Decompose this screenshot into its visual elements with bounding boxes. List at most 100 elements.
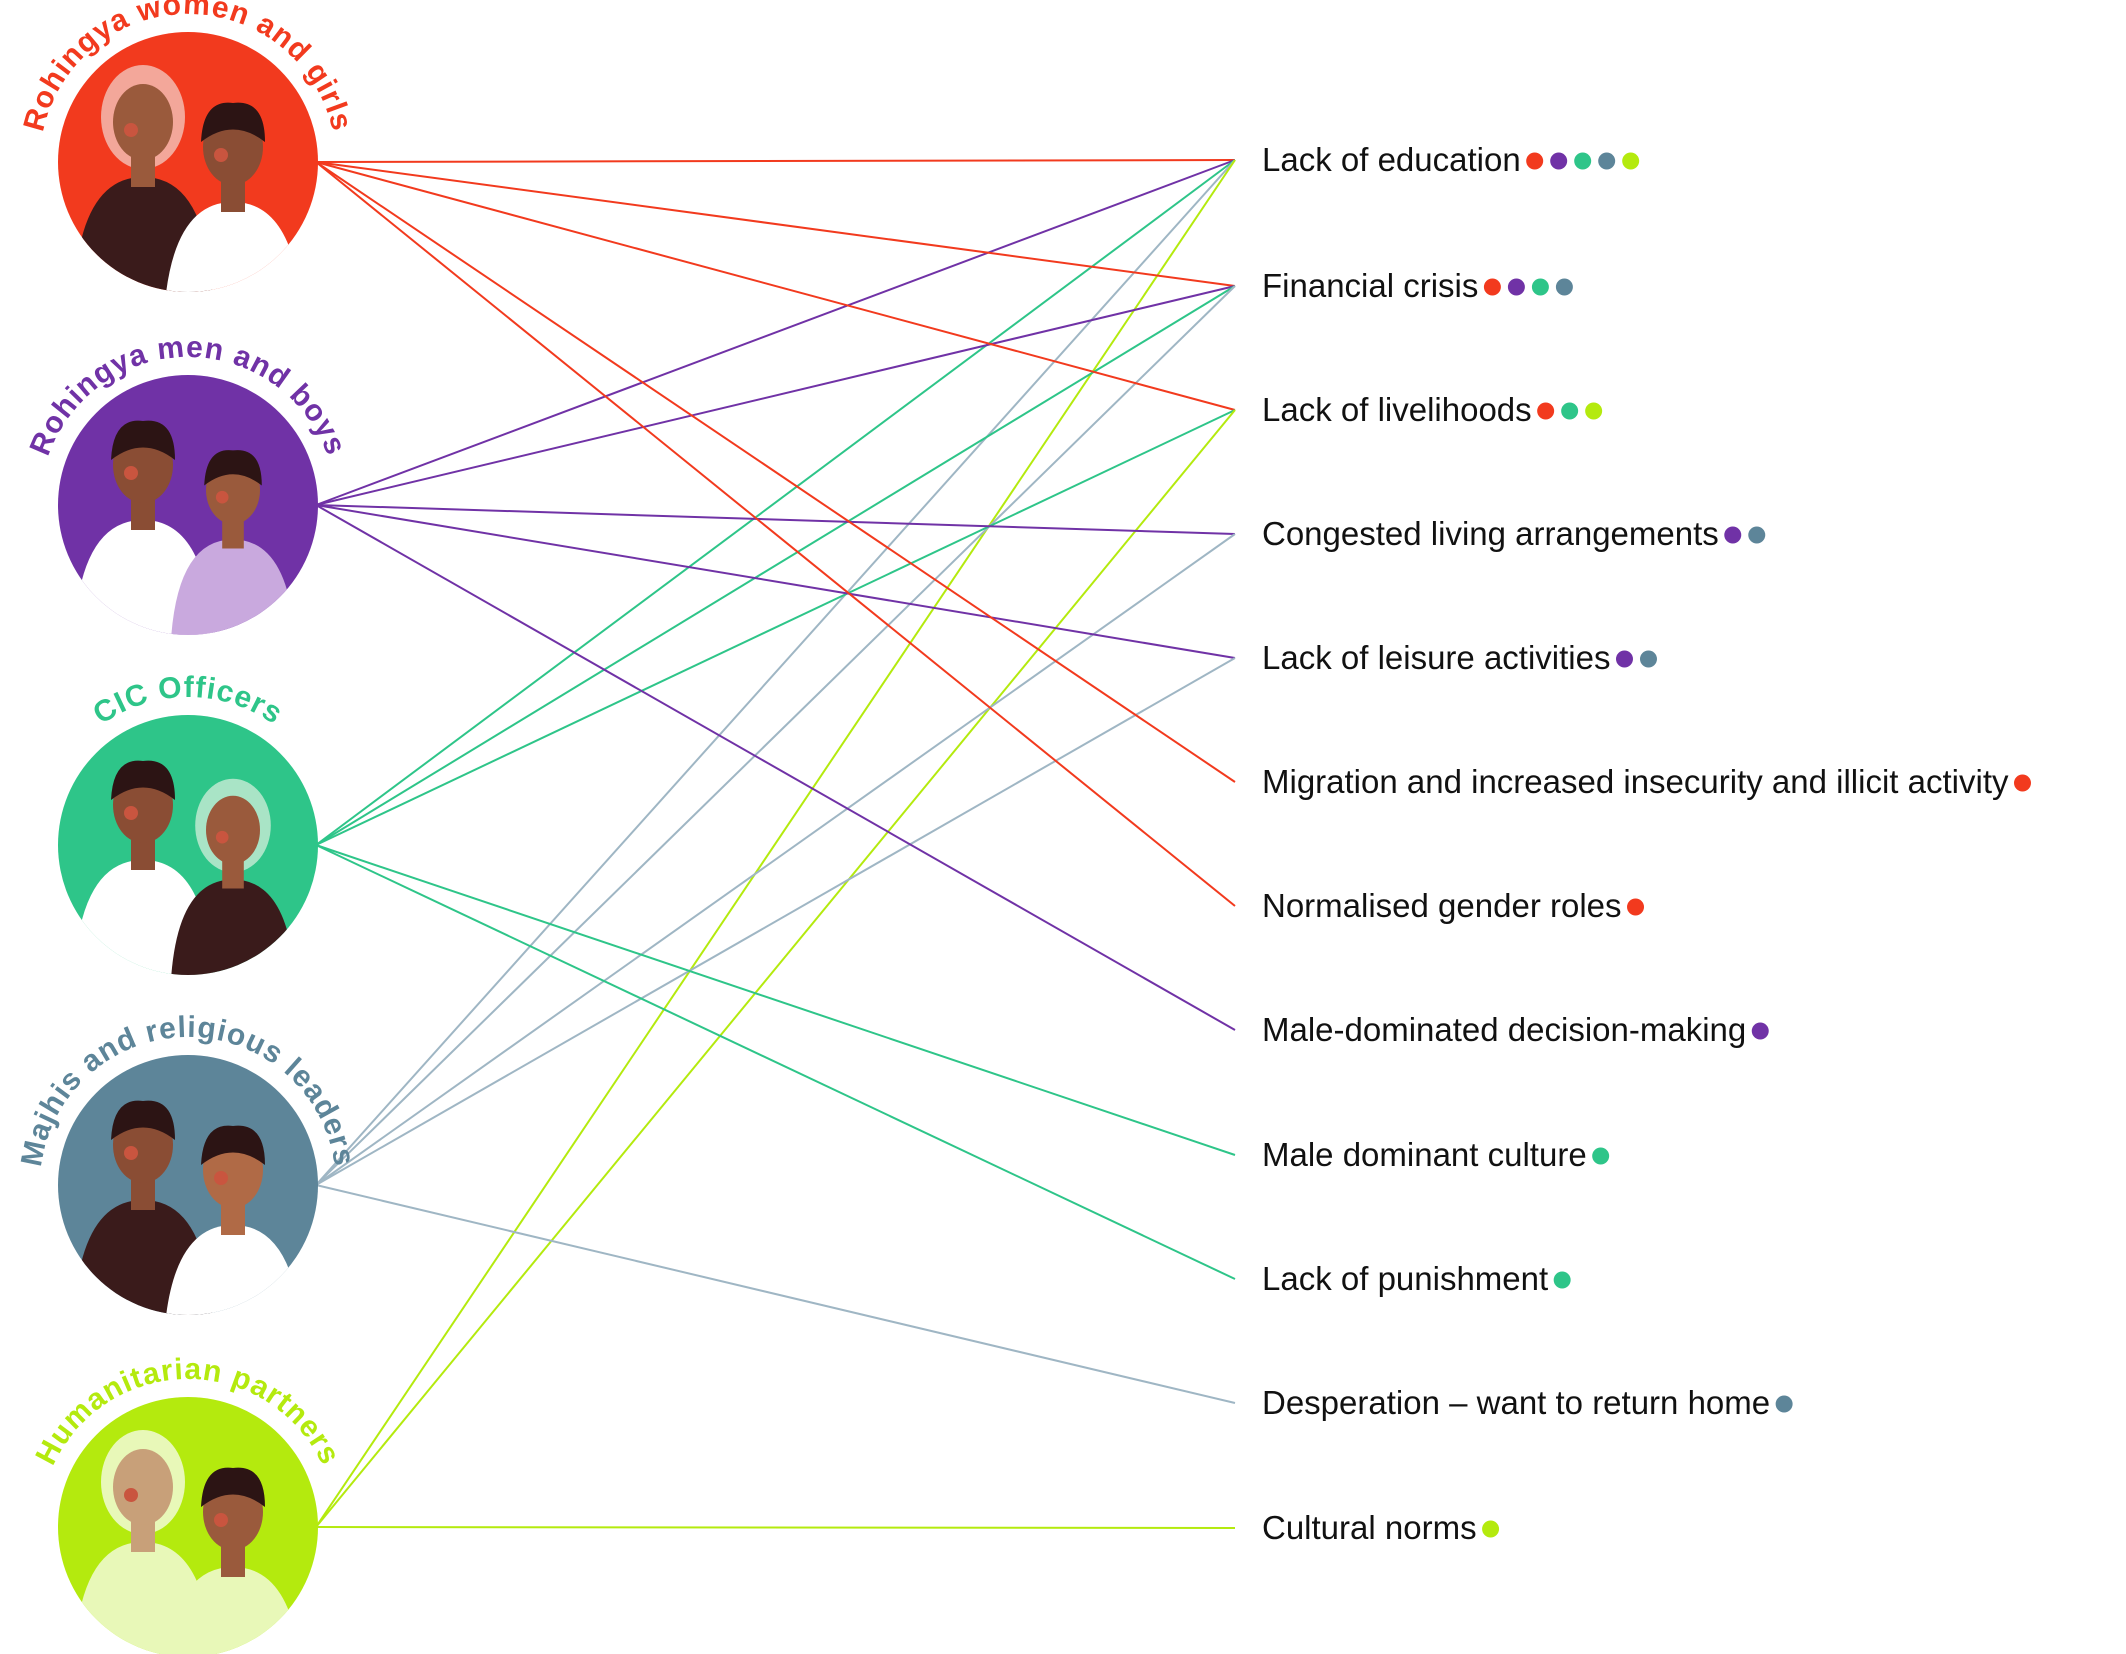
group-indicator-dot xyxy=(1526,152,1544,170)
connector-line xyxy=(315,285,1236,846)
figure-body xyxy=(163,1225,303,1315)
figure-cheek xyxy=(124,806,138,820)
cause-label: Male dominant culture xyxy=(1262,1136,1587,1173)
group-indicator-dot xyxy=(1531,278,1549,296)
group-illustration xyxy=(73,760,296,975)
figure-cheek xyxy=(215,830,229,844)
connector-line xyxy=(315,161,1236,783)
cause-item: Lack of punishment xyxy=(1262,1260,1571,1297)
cause-label: Congested living arrangements xyxy=(1262,515,1719,552)
group-indicator-dot xyxy=(1507,278,1525,296)
connector-line xyxy=(315,161,1236,907)
connector-line xyxy=(315,159,1236,506)
connector-line xyxy=(315,161,1236,411)
group-indicator-dot xyxy=(1622,152,1640,170)
cause-item: Normalised gender roles xyxy=(1262,887,1645,924)
cause-item: Financial crisis xyxy=(1262,267,1573,304)
connector-line xyxy=(315,1526,1236,1529)
figure-hair xyxy=(201,102,265,142)
cause-item: Male dominant culture xyxy=(1262,1136,1610,1173)
cause-label: Male-dominated decision-making xyxy=(1262,1011,1746,1048)
connector-line xyxy=(315,285,1236,506)
cause-item: Lack of education xyxy=(1262,141,1640,178)
cause-item: Migration and increased insecurity and i… xyxy=(1262,763,2031,800)
figure-cheek xyxy=(124,1488,138,1502)
connector-line xyxy=(315,844,1236,1280)
figure-hair xyxy=(111,420,175,460)
connector-line xyxy=(315,844,1236,1156)
cause-label: Lack of livelihoods xyxy=(1262,391,1532,428)
group-g4: Majhis and religious leaders xyxy=(15,1011,360,1315)
group-indicator-dot xyxy=(1555,278,1573,296)
cause-label: Lack of leisure activities xyxy=(1262,639,1610,676)
connector-line xyxy=(315,161,1236,287)
connector-line xyxy=(315,1184,1236,1404)
figure-cheek xyxy=(215,490,229,504)
figure-hair xyxy=(111,760,175,800)
group-indicator-dot xyxy=(2014,774,2031,792)
cause-item: Male-dominated decision-making xyxy=(1262,1011,1769,1048)
figure-face xyxy=(206,795,260,865)
figure-cheek xyxy=(214,1513,228,1527)
group-indicator-dot xyxy=(1553,1271,1571,1289)
group-indicator-dot xyxy=(1537,402,1555,420)
group-g3: CIC Officers xyxy=(58,671,318,975)
figure-hair xyxy=(111,1100,175,1140)
connector-line xyxy=(315,504,1236,659)
cause-item: Lack of leisure activities xyxy=(1262,639,1657,676)
group-indicator-dot xyxy=(1724,526,1742,544)
connector-line xyxy=(315,159,1236,846)
cause-item: Desperation – want to return home xyxy=(1262,1384,1793,1421)
group-indicator-dot xyxy=(1483,278,1501,296)
figure-cheek xyxy=(214,1171,228,1185)
figure-cheek xyxy=(124,466,138,480)
group-indicator-dot xyxy=(1639,650,1657,668)
group-illustration xyxy=(73,420,296,635)
connector-line xyxy=(315,159,1236,1186)
figure-cheek xyxy=(124,123,138,137)
cause-label: Lack of punishment xyxy=(1262,1260,1548,1297)
group-indicator-dot xyxy=(1550,152,1568,170)
connector-line xyxy=(315,504,1236,1031)
connector-line xyxy=(315,285,1236,1186)
group-indicator-dot xyxy=(1561,402,1579,420)
cause-item: Congested living arrangements xyxy=(1262,515,1766,552)
cause-label: Financial crisis xyxy=(1262,267,1478,304)
figure-hair xyxy=(204,450,262,486)
group-g2: Rohingya men and boys xyxy=(24,331,351,635)
figure-body xyxy=(163,202,303,292)
figure-hair xyxy=(201,1125,265,1165)
figure-body xyxy=(170,879,296,975)
connector-line xyxy=(315,504,1236,535)
connector-line xyxy=(315,159,1236,1528)
cause-label: Lack of education xyxy=(1262,141,1521,178)
connector-line xyxy=(315,533,1236,1186)
group-indicator-dot xyxy=(1574,152,1592,170)
group-indicator-dot xyxy=(1751,1022,1769,1040)
figure-face xyxy=(113,84,173,160)
cause-item: Cultural norms xyxy=(1262,1509,1500,1546)
cause-item: Lack of livelihoods xyxy=(1262,391,1603,428)
group-indicator-dot xyxy=(1748,526,1766,544)
figure-hair xyxy=(201,1467,265,1507)
group-indicator-dot xyxy=(1585,402,1603,420)
figure-cheek xyxy=(214,148,228,162)
cause-label: Cultural norms xyxy=(1262,1509,1477,1546)
figure-cheek xyxy=(124,1146,138,1160)
connector-line xyxy=(315,657,1236,1186)
connector-lines xyxy=(315,159,1236,1529)
connector-line xyxy=(315,409,1236,1528)
cause-label: Normalised gender roles xyxy=(1262,887,1622,924)
group-indicator-dot xyxy=(1482,1520,1500,1538)
group-indicator-dot xyxy=(1598,152,1616,170)
figure-face xyxy=(113,1449,173,1525)
figure-body xyxy=(170,539,296,635)
cause-label: Desperation – want to return home xyxy=(1262,1384,1770,1421)
connector-line xyxy=(315,409,1236,846)
group-g1: Rohingya women and girls xyxy=(17,0,357,292)
figure-body xyxy=(163,1567,303,1654)
group-indicator-dot xyxy=(1592,1147,1610,1165)
